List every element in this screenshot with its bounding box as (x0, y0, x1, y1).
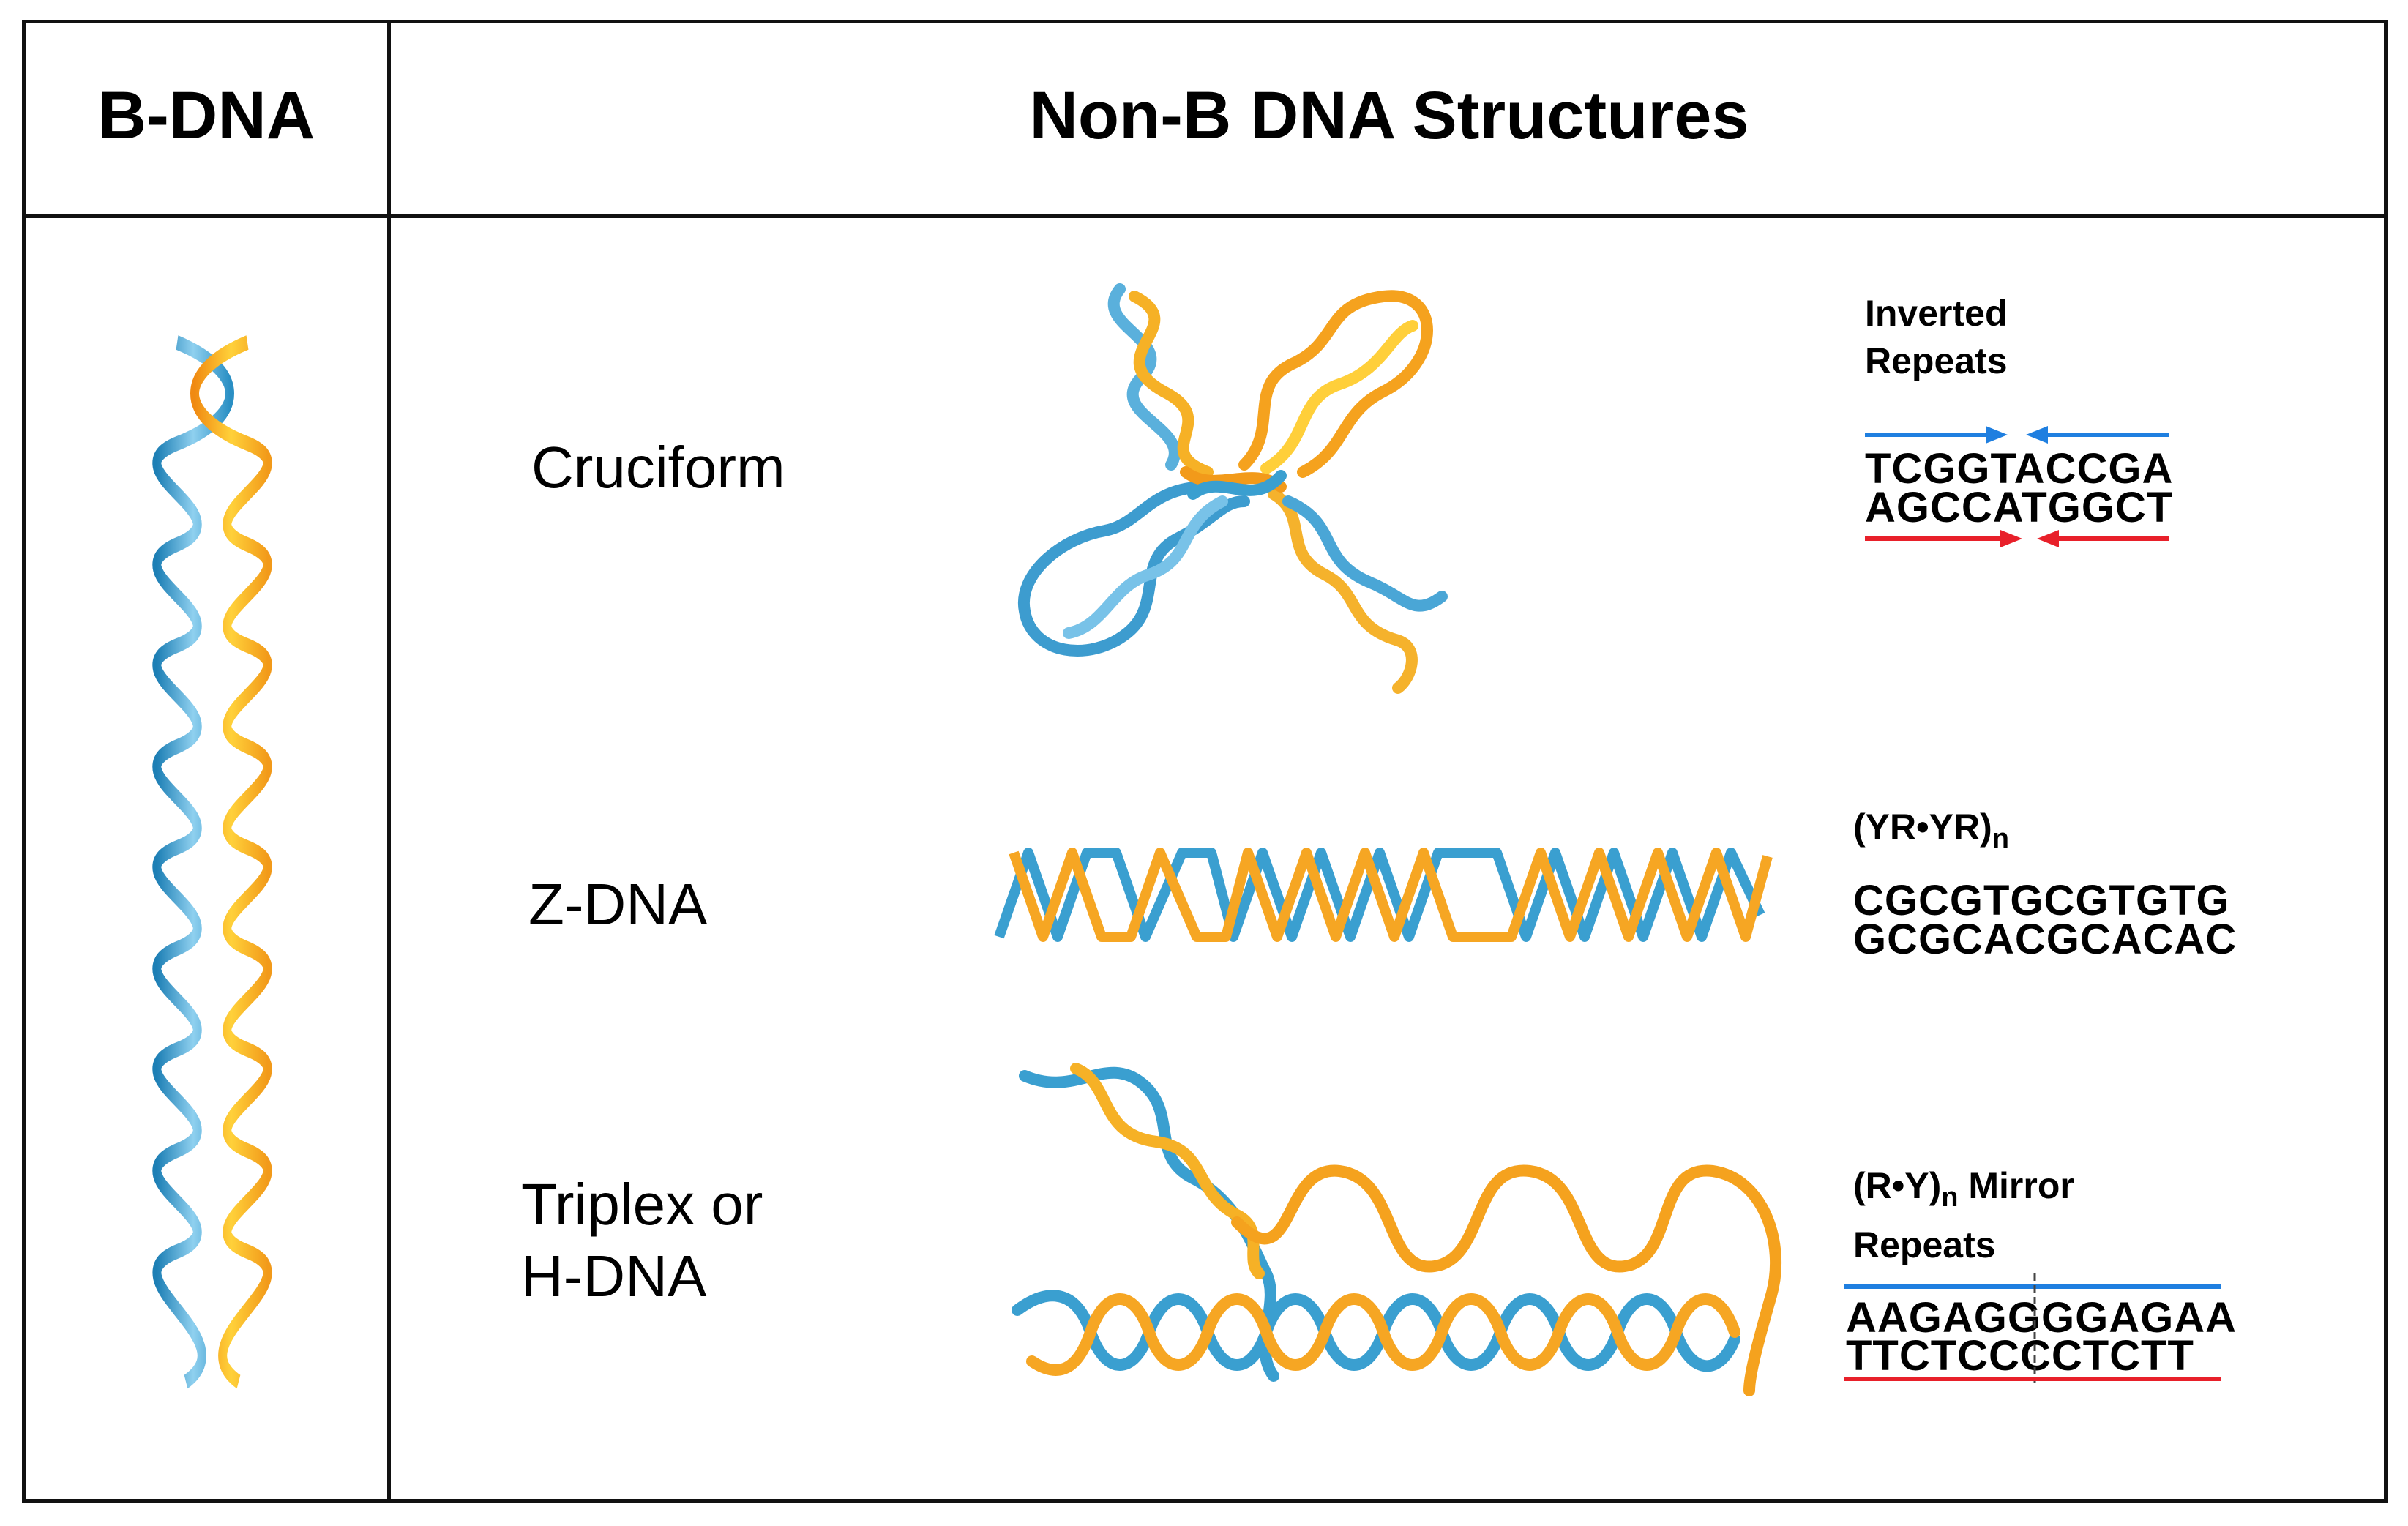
z-dna-motif-prefix: (YR (1853, 807, 1917, 848)
label-triplex: Triplex or H-DNA (521, 1169, 763, 1312)
cruciform-seq-bottom: AGCCATGGCT (1865, 484, 2174, 531)
z-dna-illustration (994, 848, 1773, 942)
triplex-illustration (1012, 1063, 1782, 1396)
triplex-motif-rest: Mirror (1958, 1165, 2074, 1206)
cruciform-seq-top: TCGGTACCGA (1865, 445, 2174, 493)
z-dna-seq-bottom: GCGCACGCACAC (1853, 916, 2237, 963)
b-dna-helix-illustration (152, 335, 272, 1389)
z-dna-orange-strand (1009, 848, 1773, 942)
triplex-mirror-axis (2033, 1273, 2036, 1383)
b-dna-blue-strand (152, 335, 234, 1389)
triplex-seq-bottom: TTCTCCCCTCTT (1846, 1335, 2194, 1377)
cruciform-arm-upper-left-2 (1129, 291, 1214, 478)
triplex-seq-bottom-right: CCTCTT (2019, 1332, 2194, 1380)
label-z-dna: Z-DNA (528, 872, 708, 937)
b-dna-orange-strand (190, 335, 272, 1389)
cruciform-center-blue (1187, 470, 1287, 500)
cruciform-arm-lower-left-2 (1063, 495, 1228, 639)
triplex-red-underline (1844, 1377, 2221, 1381)
triplex-motif-title: (R•Y)n Mirror Repeats (1853, 1162, 2074, 1269)
cruciform-motif-title: Inverted Repeats (1865, 290, 2008, 385)
triplex-motif-dot: • (1891, 1165, 1905, 1206)
column-divider (387, 20, 391, 1503)
triplex-blue-underline (1844, 1284, 2221, 1289)
cruciform-blue-arrows (1865, 426, 2169, 444)
triplex-seq-top-left: AAGAGG (1846, 1294, 2041, 1342)
cruciform-illustration (1017, 283, 1448, 694)
triplex-third-strand-blue (1019, 1066, 1279, 1382)
triplex-seq-bottom-left: TTCTCC (1846, 1332, 2020, 1380)
header-divider (22, 214, 2388, 218)
triplex-seq-top: AAGAGGGGAGAA (1846, 1297, 2237, 1339)
cruciform-motif-line2: Repeats (1865, 340, 2008, 381)
cruciform-arm-lower-right-2 (1282, 495, 1448, 612)
triplex-motif-line1: (R•Y)n Mirror (1853, 1162, 2074, 1216)
triplex-motif-prefix: (R (1853, 1165, 1892, 1206)
header-non-b-dna: Non-B DNA Structures (1029, 78, 1749, 153)
z-dna-motif-dot: • (1916, 807, 1929, 848)
cruciform-arm-upper-right (1238, 290, 1433, 478)
z-dna-seq-top: CGCGTGCGTGTG (1853, 877, 2230, 924)
cruciform-arm-upper-right-2 (1260, 320, 1418, 474)
cruciform-arm-lower-left (1017, 481, 1250, 657)
z-dna-motif-title: (YR•YR)n (1853, 804, 2009, 857)
cruciform-red-arrows (1865, 530, 2169, 547)
header-b-dna: B-DNA (97, 78, 315, 153)
triplex-motif-subscript: n (1941, 1182, 1959, 1213)
label-triplex-line1: Triplex or (521, 1172, 763, 1237)
z-dna-motif-suffix: YR) (1929, 807, 1992, 848)
label-triplex-line2: H-DNA (521, 1243, 707, 1309)
triplex-motif-line2: Repeats (1853, 1224, 1996, 1266)
triplex-seq-top-right: GGAGAA (2041, 1294, 2237, 1342)
label-cruciform: Cruciform (531, 435, 785, 500)
triplex-motif-suffix: Y) (1904, 1165, 1942, 1206)
triplex-loop-orange (1231, 1164, 1782, 1396)
z-dna-motif-subscript: n (1992, 823, 2009, 854)
cruciform-motif-line1: Inverted (1865, 293, 2008, 334)
table-frame (22, 20, 2388, 1503)
triplex-duplex-orange (1026, 1293, 1740, 1376)
triplex-third-strand-orange (1070, 1063, 1265, 1279)
cruciform-arm-lower-right (1268, 488, 1418, 694)
